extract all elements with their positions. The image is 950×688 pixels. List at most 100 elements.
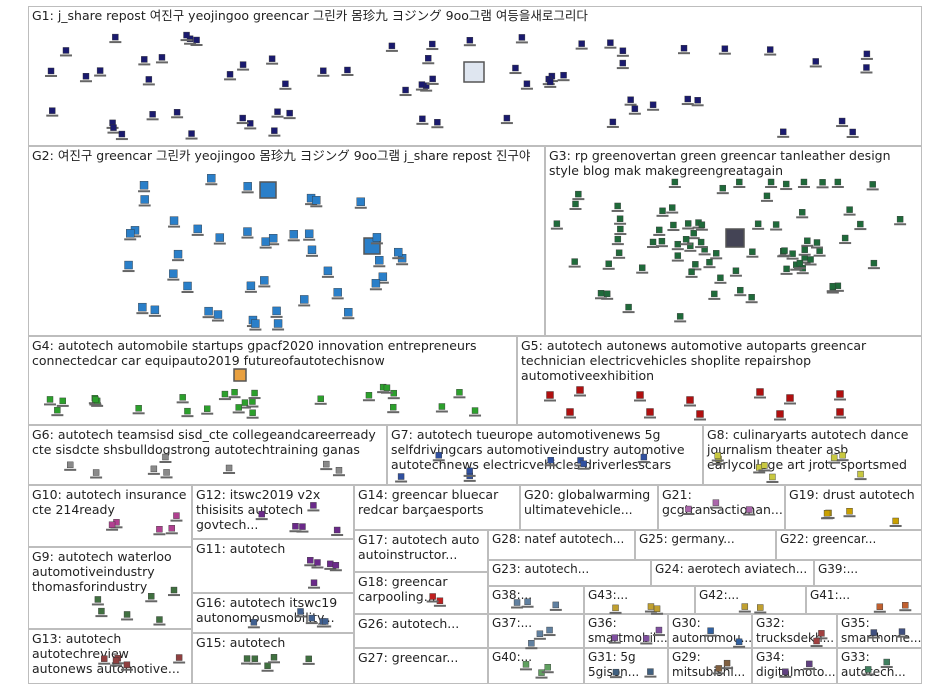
node: [310, 502, 317, 509]
node: [145, 76, 153, 83]
node-caption: [652, 634, 665, 637]
node-caption: [894, 223, 907, 226]
node-caption: [304, 564, 317, 567]
node: [603, 290, 611, 298]
node: [659, 207, 666, 215]
node: [54, 406, 61, 414]
node: [836, 408, 844, 416]
node-caption: [746, 255, 759, 258]
node: [226, 71, 234, 78]
node: [754, 220, 762, 228]
node: [609, 118, 617, 126]
node-caption: [435, 410, 448, 413]
node-caption: [138, 190, 151, 193]
node: [299, 295, 309, 304]
node: [813, 637, 820, 645]
node: [627, 96, 634, 103]
node: [576, 386, 584, 394]
node-caption: [572, 198, 585, 201]
node: [139, 181, 149, 190]
node-caption: [202, 316, 215, 319]
node-caption: [671, 248, 684, 251]
node: [282, 80, 289, 88]
node: [706, 258, 713, 266]
node: [204, 405, 211, 412]
node: [204, 306, 213, 316]
node: [560, 71, 567, 79]
node: [333, 288, 342, 297]
node: [402, 86, 409, 94]
node-caption: [533, 637, 546, 640]
node: [696, 410, 704, 418]
node-caption: [609, 676, 622, 679]
node: [685, 505, 692, 513]
node-caption: [362, 399, 375, 402]
node: [846, 206, 853, 213]
node-caption: [148, 314, 161, 317]
node: [425, 55, 432, 62]
node-caption: [59, 54, 72, 57]
group-g4: G4: autotech automobile startups gpacf20…: [28, 336, 517, 425]
node-caption: [568, 265, 581, 268]
node-caption: [564, 416, 576, 419]
node-caption: [614, 233, 627, 236]
node: [656, 226, 663, 234]
node-caption: [790, 268, 803, 271]
node-caption: [146, 118, 159, 121]
node-caption: [142, 83, 155, 86]
group-g13-label: G13: autotech autotechreview autonews au…: [32, 631, 180, 676]
node-caption: [138, 63, 151, 66]
node-caption: [319, 625, 332, 628]
node-caption: [56, 404, 69, 407]
node-caption: [622, 311, 635, 314]
node-caption: [764, 53, 777, 56]
node-caption: [777, 135, 790, 138]
node-caption: [185, 137, 198, 140]
node: [213, 310, 223, 319]
group-g37: G37:...: [488, 614, 584, 648]
node: [67, 461, 74, 469]
node-caption: [604, 46, 617, 49]
node: [671, 178, 679, 186]
node: [435, 452, 442, 459]
node-caption: [684, 404, 696, 407]
node-caption: [681, 103, 694, 106]
node: [686, 396, 694, 404]
node: [378, 272, 388, 281]
node: [749, 248, 756, 255]
node: [156, 616, 163, 623]
node-caption: [543, 634, 556, 637]
node: [715, 665, 723, 672]
node-caption: [228, 396, 241, 399]
node-caption: [261, 669, 274, 672]
node-caption: [153, 533, 166, 536]
node-caption: [129, 235, 142, 238]
node-caption: [718, 52, 731, 55]
group-g26: G26: autotech...: [354, 614, 488, 648]
node: [892, 517, 899, 525]
node-caption: [109, 41, 122, 44]
node-caption: [557, 79, 570, 82]
node: [649, 238, 657, 246]
node: [94, 596, 102, 603]
node: [745, 506, 753, 513]
node-caption: [703, 266, 716, 269]
group-g17: G17: autotech auto autoinstructor...: [354, 530, 488, 572]
node: [736, 178, 743, 186]
node: [798, 209, 806, 216]
group-g34-label: G34: digitalmoto...: [756, 650, 836, 679]
node: [92, 396, 99, 403]
node-caption: [836, 459, 849, 462]
node-caption: [463, 474, 476, 477]
node-caption: [332, 474, 345, 477]
node: [466, 467, 473, 475]
group-g38: G38:...: [488, 586, 584, 614]
node-caption: [324, 567, 337, 570]
node: [580, 460, 587, 467]
node: [783, 265, 790, 273]
node: [605, 260, 612, 267]
node-caption: [132, 412, 145, 415]
node-caption: [826, 290, 839, 293]
node: [289, 230, 298, 239]
